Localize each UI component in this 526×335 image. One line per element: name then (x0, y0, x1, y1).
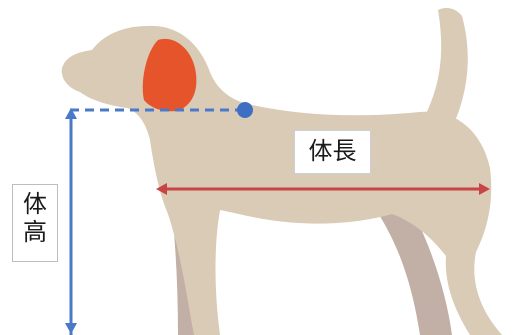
length-arrowhead-right (479, 183, 490, 195)
height-text-line2: 高 (23, 217, 47, 246)
withers-marker-dot (237, 102, 253, 118)
height-text-line1: 体 (23, 190, 47, 218)
body-length-label: 体長 (294, 130, 371, 174)
dog-hind-leg-far (368, 196, 452, 335)
height-label: 体 高 (12, 184, 58, 262)
body-length-text: 体長 (308, 137, 357, 165)
dog-ear (142, 38, 197, 112)
dog-tail (424, 8, 468, 132)
height-arrowhead-top (65, 108, 77, 119)
length-arrowhead-left (156, 183, 167, 195)
height-arrowhead-bottom (65, 323, 77, 334)
